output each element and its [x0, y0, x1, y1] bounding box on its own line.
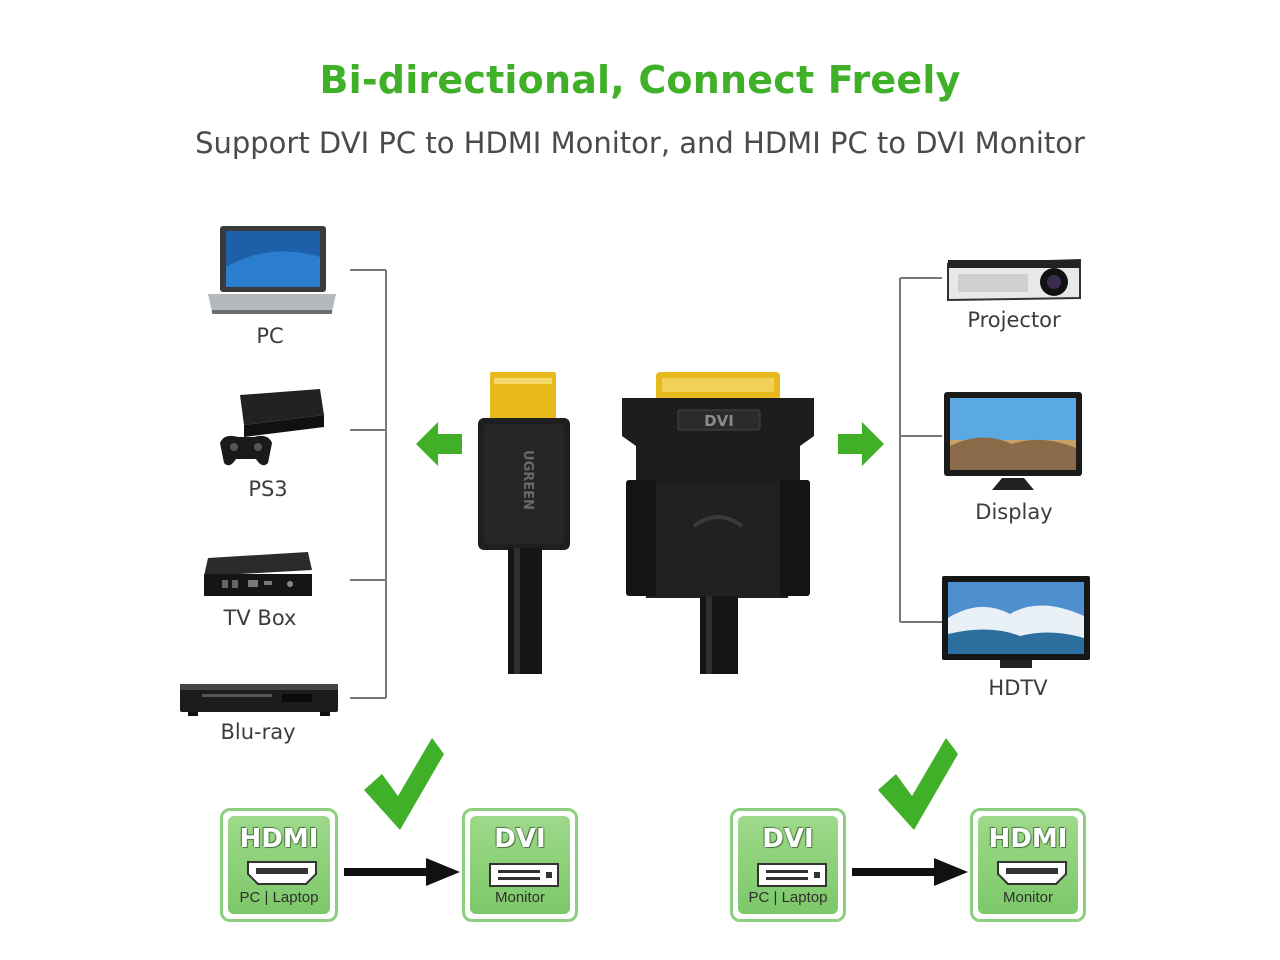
check-icon: [364, 738, 444, 830]
flow1-source-title: HDMI: [239, 824, 319, 854]
source-item-bluray: Blu-ray: [178, 680, 340, 744]
laptop-icon: [208, 226, 336, 314]
flow1-source-caption: PC | Laptop: [239, 889, 319, 906]
flow2-target-caption: Monitor: [1002, 889, 1054, 906]
headline: Bi-directional, Connect Freely: [319, 58, 961, 102]
display-label: Display: [975, 500, 1053, 524]
display-item-projector: Projector: [944, 258, 1084, 332]
dvi-port-icon: [489, 863, 559, 887]
hdmi-port-icon: [997, 861, 1067, 885]
subheadline: Support DVI PC to HDMI Monitor, and HDMI…: [195, 126, 1085, 160]
hdmi-brand-text: UGREEN: [520, 450, 535, 510]
projector-icon: [947, 258, 1081, 302]
flow1-target-caption: Monitor: [494, 889, 546, 906]
dvi-connector: [622, 372, 814, 674]
monitor-icon: [944, 392, 1082, 490]
display-label: Projector: [967, 308, 1061, 332]
flow2-source-title: DVI: [762, 824, 814, 854]
display-item-monitor: Display: [942, 390, 1084, 524]
source-label: Blu-ray: [220, 720, 296, 744]
source-item-tvbox: TV Box: [198, 548, 318, 630]
flow2-target-box: HDMI Monitor: [970, 808, 1086, 922]
dvi-label-text: DVI: [704, 412, 734, 430]
cable-illustration: UGREEN DVI: [478, 372, 814, 674]
hdmi-connector: [478, 372, 570, 674]
display-label: HDTV: [988, 676, 1048, 700]
source-item-ps3: PS3: [210, 385, 330, 501]
flow2-source-box: DVI PC | Laptop: [730, 808, 846, 922]
flow2-arrow-icon: [852, 858, 968, 886]
hdtv-icon: [942, 576, 1090, 668]
displays-bracket: [899, 277, 942, 623]
tv-box-icon: [204, 552, 312, 596]
source-item-pc: PC: [200, 222, 340, 348]
source-label: PC: [256, 324, 284, 348]
flow1-target-box: DVI Monitor: [462, 808, 578, 922]
display-item-hdtv: HDTV: [940, 574, 1092, 700]
bluray-player-icon: [180, 684, 338, 716]
dvi-port-icon: [757, 863, 827, 887]
check-icon: [878, 738, 958, 830]
source-label: TV Box: [223, 606, 297, 630]
arrow-right-icon: [838, 422, 884, 466]
flow1-source-box: HDMI PC | Laptop: [220, 808, 338, 922]
source-label: PS3: [248, 477, 288, 501]
flow1-arrow-icon: [344, 858, 460, 886]
arrow-left-icon: [416, 422, 462, 466]
hdmi-port-icon: [247, 861, 317, 885]
sources-bracket: [350, 269, 387, 699]
game-console-icon: [220, 389, 324, 466]
flow2-target-title: HDMI: [988, 824, 1068, 854]
flow1-target-title: DVI: [494, 824, 546, 854]
flow2-source-caption: PC | Laptop: [748, 889, 828, 906]
